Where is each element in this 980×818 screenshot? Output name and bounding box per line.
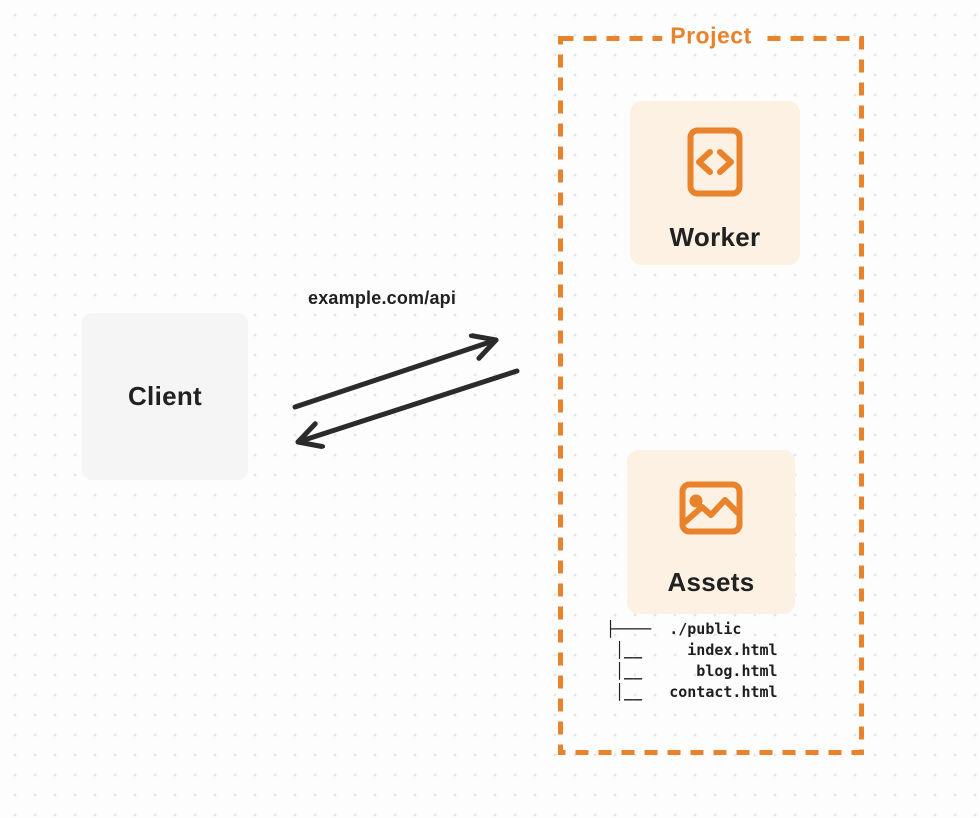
- worker-node[interactable]: Worker: [630, 101, 800, 265]
- request-url-label: example.com/api: [308, 288, 457, 308]
- request-arrow: [292, 340, 499, 410]
- file-tree-root: ├──── ./public: [606, 620, 742, 638]
- response-arrow: [295, 368, 520, 442]
- assets-node[interactable]: Assets: [627, 450, 795, 614]
- client-node[interactable]: Client: [82, 313, 248, 480]
- file-tree-item: │__ contact.html: [606, 683, 778, 701]
- file-tree-item: │__ index.html: [606, 641, 778, 659]
- code-icon: [687, 127, 743, 202]
- file-tree: ├──── ./public │__ index.html │__ blog.h…: [606, 619, 778, 703]
- project-group-label: Project: [662, 22, 760, 50]
- client-label: Client: [127, 381, 203, 411]
- assets-label: Assets: [667, 567, 755, 597]
- file-tree-item: │__ blog.html: [606, 662, 778, 680]
- image-icon: [679, 481, 743, 540]
- worker-label: Worker: [669, 222, 761, 252]
